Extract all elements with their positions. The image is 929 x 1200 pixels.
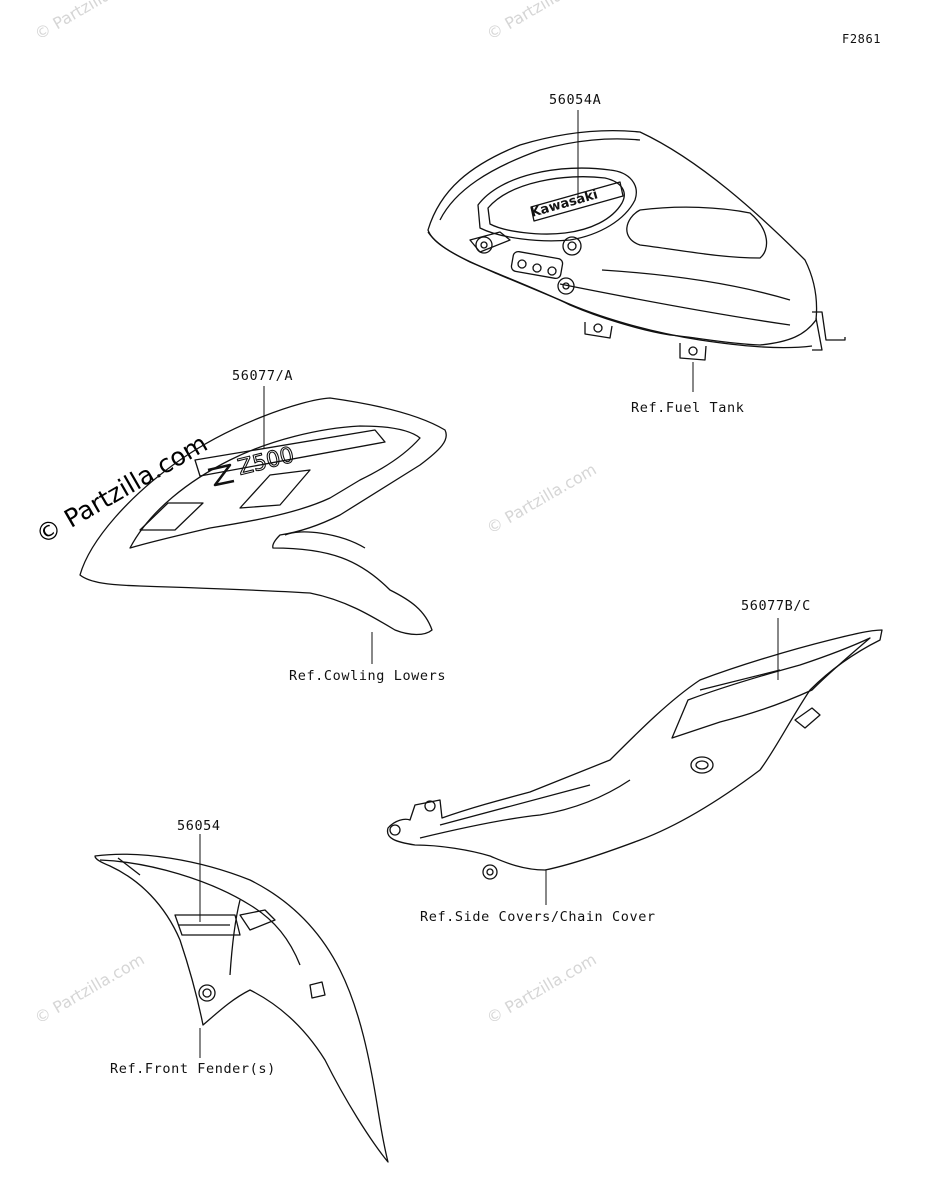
brand-decal-text: Kawasaki: [529, 187, 600, 221]
part-label-fender-decal[interactable]: 56054: [177, 818, 221, 834]
part-label-tank-decal[interactable]: 56054A: [549, 92, 602, 108]
part-label-cowl-decal[interactable]: 56077/A: [232, 368, 294, 384]
leader-lines: [199, 110, 779, 1058]
fuel-tank-drawing: [427, 130, 846, 361]
ref-label-side-covers[interactable]: Ref.Side Covers/Chain Cover: [420, 909, 656, 925]
part-label-side-decal[interactable]: 56077B/C: [741, 598, 811, 614]
model-badge-text: Z500: [235, 443, 296, 481]
ref-label-fuel-tank[interactable]: Ref.Fuel Tank: [631, 400, 745, 416]
ref-label-front-fender[interactable]: Ref.Front Fender(s): [110, 1061, 276, 1077]
side-cover-drawing: [386, 629, 883, 880]
front-fender-drawing: [94, 853, 389, 1163]
cowling-lower-drawing: Z500: [79, 397, 447, 636]
ref-label-cowling-lowers[interactable]: Ref.Cowling Lowers: [289, 668, 447, 684]
figure-code: F2861: [842, 32, 882, 46]
